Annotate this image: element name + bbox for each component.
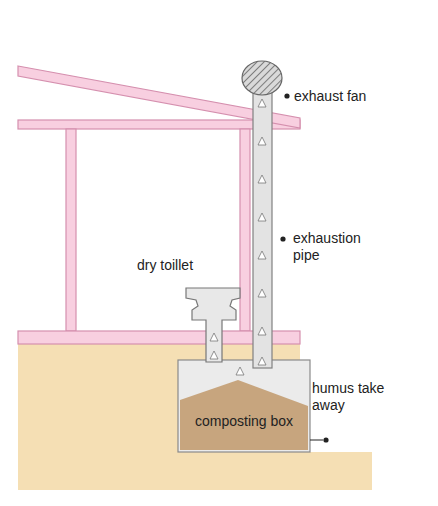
composting-box: composting box: [184, 398, 304, 444]
part-label: exhaust fan: [294, 88, 424, 105]
part-label: humus take away: [312, 380, 404, 414]
part-label: exhaustion pipe: [293, 230, 385, 264]
airflow-arrow: [258, 175, 266, 183]
compost: [180, 380, 308, 450]
ground: [18, 343, 372, 490]
airflow-arrow: [210, 351, 218, 359]
part-label: dry toillet: [137, 257, 237, 274]
airflow-arrow: [258, 213, 266, 221]
airflow-arrow: [210, 333, 218, 341]
airflow-arrow: [258, 137, 266, 145]
airflow-arrow: [258, 357, 266, 365]
airflow-arrow: [258, 289, 266, 297]
exhaust-pipe: [253, 92, 272, 368]
exhaust-fan: [242, 61, 282, 95]
dry-toilet: [186, 288, 240, 362]
airflow-arrow: [258, 99, 266, 107]
airflow-arrow: [258, 251, 266, 259]
box-label: composting box: [195, 413, 293, 429]
airflow-arrow: [258, 327, 266, 335]
composting-box-shell: [178, 360, 310, 452]
airflow-arrows: [210, 99, 266, 375]
airflow-arrow: [236, 367, 244, 375]
